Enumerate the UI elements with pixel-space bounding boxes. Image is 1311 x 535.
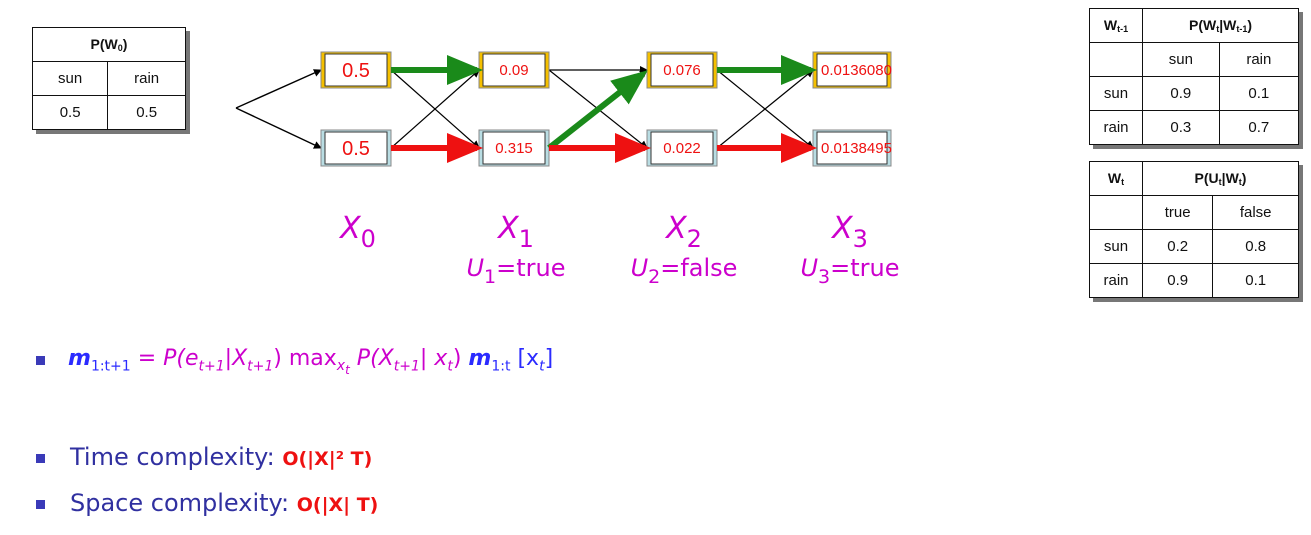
rain-node-value: 0.022	[663, 140, 701, 157]
transition-left-header: Wt-1	[1089, 8, 1143, 43]
prior-arrow-sun	[235, 69, 322, 109]
evidence-label: U2=false	[631, 254, 738, 288]
sun-node-value: 0.5	[342, 60, 370, 82]
sun-node-inner	[324, 53, 388, 87]
emission-corner-cell	[1089, 195, 1143, 230]
emission-row-label: sun	[1089, 229, 1143, 264]
rain-node-inner	[482, 131, 546, 165]
viterbi-equation: m1:t+1 = P(et+1|Xt+1) maxxt P(Xt+1| xt) …	[68, 346, 554, 378]
emission-cell: 0.1	[1212, 263, 1299, 298]
sun-node-inner	[482, 53, 546, 87]
rain-node-value: 0.5	[342, 138, 370, 160]
variable-label: X0	[338, 211, 376, 253]
space-bullet	[36, 500, 45, 509]
transition-cell: 0.9	[1142, 76, 1220, 111]
prior-value-sun: 0.5	[31, 95, 109, 130]
prior-table: P(W0) sun rain 0.5 0.5	[31, 27, 186, 130]
rain-node-inner	[324, 131, 388, 165]
emission-left-header: Wt	[1089, 161, 1143, 196]
sun-node-inner	[650, 53, 714, 87]
emission-table: Wt P(Ut|Wt) true false sun 0.2 0.8 rain …	[1089, 161, 1299, 298]
sun-node-value: 0.0136080	[821, 62, 892, 79]
rain-node-inner	[650, 131, 714, 165]
prior-table-header: P(W0)	[32, 27, 186, 62]
transition-row-label: sun	[1089, 76, 1143, 111]
sun-node-value: 0.076	[663, 62, 701, 79]
emission-cell: 0.2	[1141, 229, 1214, 264]
transition-corner-cell	[1089, 42, 1143, 77]
equation-bullet	[36, 356, 45, 365]
emission-cell: 0.8	[1212, 229, 1299, 264]
variable-label: X3	[830, 211, 868, 253]
transition-col-rain: rain	[1218, 42, 1300, 77]
time-bullet	[36, 454, 45, 463]
transition-header: P(Wt|Wt-1)	[1142, 8, 1299, 43]
sun-node-inner	[816, 53, 888, 87]
emission-cell: 0.9	[1141, 263, 1214, 298]
transition-cell: 0.3	[1142, 110, 1220, 145]
transition-row-label: rain	[1089, 110, 1143, 145]
variable-label: X2	[664, 211, 702, 253]
transition-cell: 0.7	[1218, 110, 1300, 145]
transition-cell: 0.1	[1218, 76, 1300, 111]
rain-node-value: 0.315	[495, 140, 533, 157]
transition-table: Wt-1 P(Wt|Wt-1) sun rain sun 0.9 0.1 rai…	[1089, 8, 1300, 145]
prior-arrow-rain	[235, 107, 322, 149]
sun-node-value: 0.09	[499, 62, 528, 79]
space-complexity: Space complexity: O(|X| T)	[70, 489, 379, 517]
emission-header: P(Ut|Wt)	[1142, 161, 1299, 196]
emission-row-label: rain	[1089, 263, 1143, 298]
prior-value-rain: 0.5	[107, 95, 186, 130]
variable-label: X1	[496, 211, 534, 253]
emission-col-true: true	[1141, 195, 1214, 230]
evidence-label: U1=true	[466, 254, 565, 288]
rain-node-value: 0.0138495	[821, 140, 892, 157]
prior-col-sun: sun	[31, 61, 109, 96]
time-complexity: Time complexity: O(|X|² T)	[70, 443, 373, 471]
best-arrow-green	[547, 70, 648, 151]
transition-col-sun: sun	[1142, 42, 1220, 77]
emission-col-false: false	[1212, 195, 1299, 230]
evidence-label: U3=true	[800, 254, 899, 288]
rain-node-inner	[816, 131, 888, 165]
viterbi-trellis: 0.5 0.5 0.09 0.315 0.076 0.022 0.0136080 0.0138…	[235, 51, 900, 288]
